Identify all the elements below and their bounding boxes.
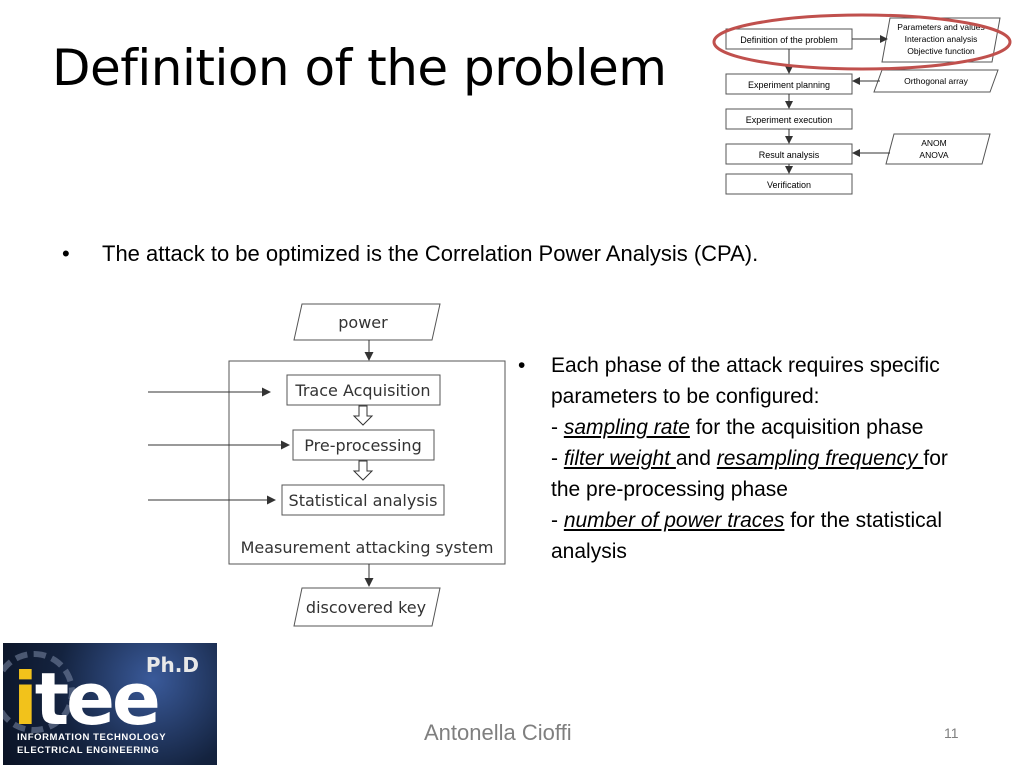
term-filter-weight: filter weight (563, 447, 676, 470)
param-power-traces: - number of power traces for the statist… (551, 509, 942, 532)
step-label: Trace Acquisition (294, 381, 430, 400)
flow-input-label: ANOM (921, 138, 947, 148)
text-line: analysis (551, 540, 627, 563)
power-input-label: power (338, 313, 388, 332)
flow-input-label: ANOVA (919, 150, 948, 160)
param-sampling-rate: - sampling rate for the acquisition phas… (551, 416, 924, 439)
flow-input-analysis (885, 133, 991, 165)
text-line: parameters to be configured: (551, 385, 820, 408)
step-label: Pre-processing (304, 436, 421, 455)
flow-step-label: Experiment planning (748, 80, 830, 90)
itee-phd-logo: Ph.D itee INFORMATION TECHNOLOGY ELECTRI… (3, 643, 217, 765)
flow-input-label: Orthogonal array (904, 76, 969, 86)
taguchi-flow-diagram: Definition of the problem Experiment pla… (712, 13, 1012, 195)
bullet-text: Each phase of the attack requires specif… (551, 350, 1008, 567)
flow-input-planning (873, 69, 999, 93)
page-number: 11 (944, 725, 959, 741)
param-filter: - filter weight and resampling frequency… (551, 447, 948, 470)
flow-step-label: Experiment execution (746, 115, 833, 125)
page-title: Definition of the problem (52, 39, 667, 97)
discovered-key-label: discovered key (306, 598, 426, 617)
logo-phd-text: Ph.D (145, 653, 199, 677)
text-line: Each phase of the attack requires specif… (551, 354, 940, 377)
flow-input-label: Objective function (907, 46, 975, 56)
flow-input-label: Interaction analysis (905, 34, 978, 44)
logo-subtitle-2: ELECTRICAL ENGINEERING (17, 745, 160, 756)
step-label: Statistical analysis (289, 491, 438, 510)
flow-arrow-icon (352, 460, 374, 481)
flow-step-label: Verification (767, 180, 811, 190)
term-number-of-power-traces: number of power traces (563, 509, 785, 532)
flow-step-verification (725, 173, 853, 195)
flow-step-label: Definition of the problem (740, 35, 838, 45)
power-input-shape (293, 303, 441, 341)
term-sampling-rate: sampling rate (563, 416, 690, 439)
text-line: the pre-processing phase (551, 478, 788, 501)
gear-icon (3, 651, 75, 733)
step-trace-acquisition (286, 374, 441, 406)
flow-step-label: Result analysis (759, 150, 820, 160)
logo-wordmark: itee (13, 657, 161, 741)
flow-input-label: Parameters and values (897, 22, 984, 32)
bullet-dot: • (518, 354, 526, 377)
cpa-diagram: power Trace Acquisition Pre-processing S… (148, 303, 506, 627)
discovered-key-shape (293, 587, 441, 627)
flow-arrow-icon (352, 405, 374, 426)
step-pre-processing (292, 429, 435, 461)
system-label: Measurement attacking system (241, 538, 494, 557)
term-resampling-frequency: resampling frequency (716, 447, 924, 470)
step-statistical-analysis (281, 484, 445, 516)
footer-author: Antonella Cioffi (424, 720, 572, 745)
bullet-parameters: • Each phase of the attack requires spec… (518, 350, 1008, 567)
highlight-ellipse (712, 13, 1012, 71)
flow-input-definition (881, 17, 1001, 63)
bullet-text: The attack to be optimized is the Correl… (102, 241, 759, 266)
logo-subtitle-1: INFORMATION TECHNOLOGY (17, 732, 167, 743)
bullet-dot: • (62, 241, 70, 266)
